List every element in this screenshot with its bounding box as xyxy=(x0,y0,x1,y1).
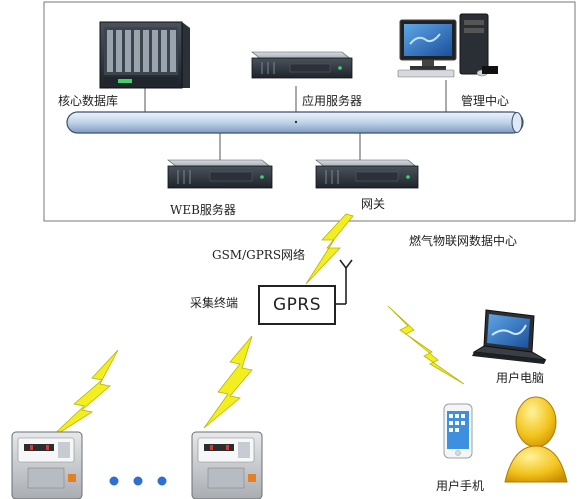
web-server-label: WEB服务器 xyxy=(170,203,236,217)
wireless-link-meter2-icon xyxy=(203,335,253,429)
app-server-label: 应用服务器 xyxy=(302,94,363,108)
app-server-icon xyxy=(251,51,353,79)
gsm-network-label: GSM/GPRS网络 xyxy=(212,248,306,262)
user-laptop-icon xyxy=(472,309,547,364)
core-database-icon xyxy=(99,21,190,89)
user-person-icon xyxy=(504,396,568,483)
antenna-icon xyxy=(336,259,353,305)
wireless-link-gsm-icon xyxy=(305,213,354,285)
gateway-label: 网关 xyxy=(361,197,386,211)
management-center-icon xyxy=(397,13,498,78)
mgmt-center-label: 管理中心 xyxy=(461,94,510,108)
network-bus xyxy=(66,111,524,134)
user-phone-label: 用户手机 xyxy=(436,479,485,493)
core-db-label: 核心数据库 xyxy=(58,94,119,108)
wireless-link-meter1-icon xyxy=(47,349,119,441)
bus-connectors xyxy=(144,80,447,160)
data-center-boundary xyxy=(43,1,576,222)
more-meters-dots xyxy=(109,476,167,486)
gas-meter-1-icon xyxy=(11,431,83,499)
wireless-link-user-icon xyxy=(387,305,465,385)
user-pc-label: 用户电脑 xyxy=(496,371,545,385)
web-server-icon xyxy=(167,159,273,189)
user-phone-icon xyxy=(443,403,473,459)
gprs-terminal-text: GPRS xyxy=(272,295,322,315)
data-center-title: 燃气物联网数据中心 xyxy=(409,234,518,248)
gprs-terminal: GPRS xyxy=(258,285,336,325)
terminal-label: 采集终端 xyxy=(190,296,239,310)
gas-meter-2-icon xyxy=(191,431,263,499)
gateway-icon xyxy=(315,159,419,189)
